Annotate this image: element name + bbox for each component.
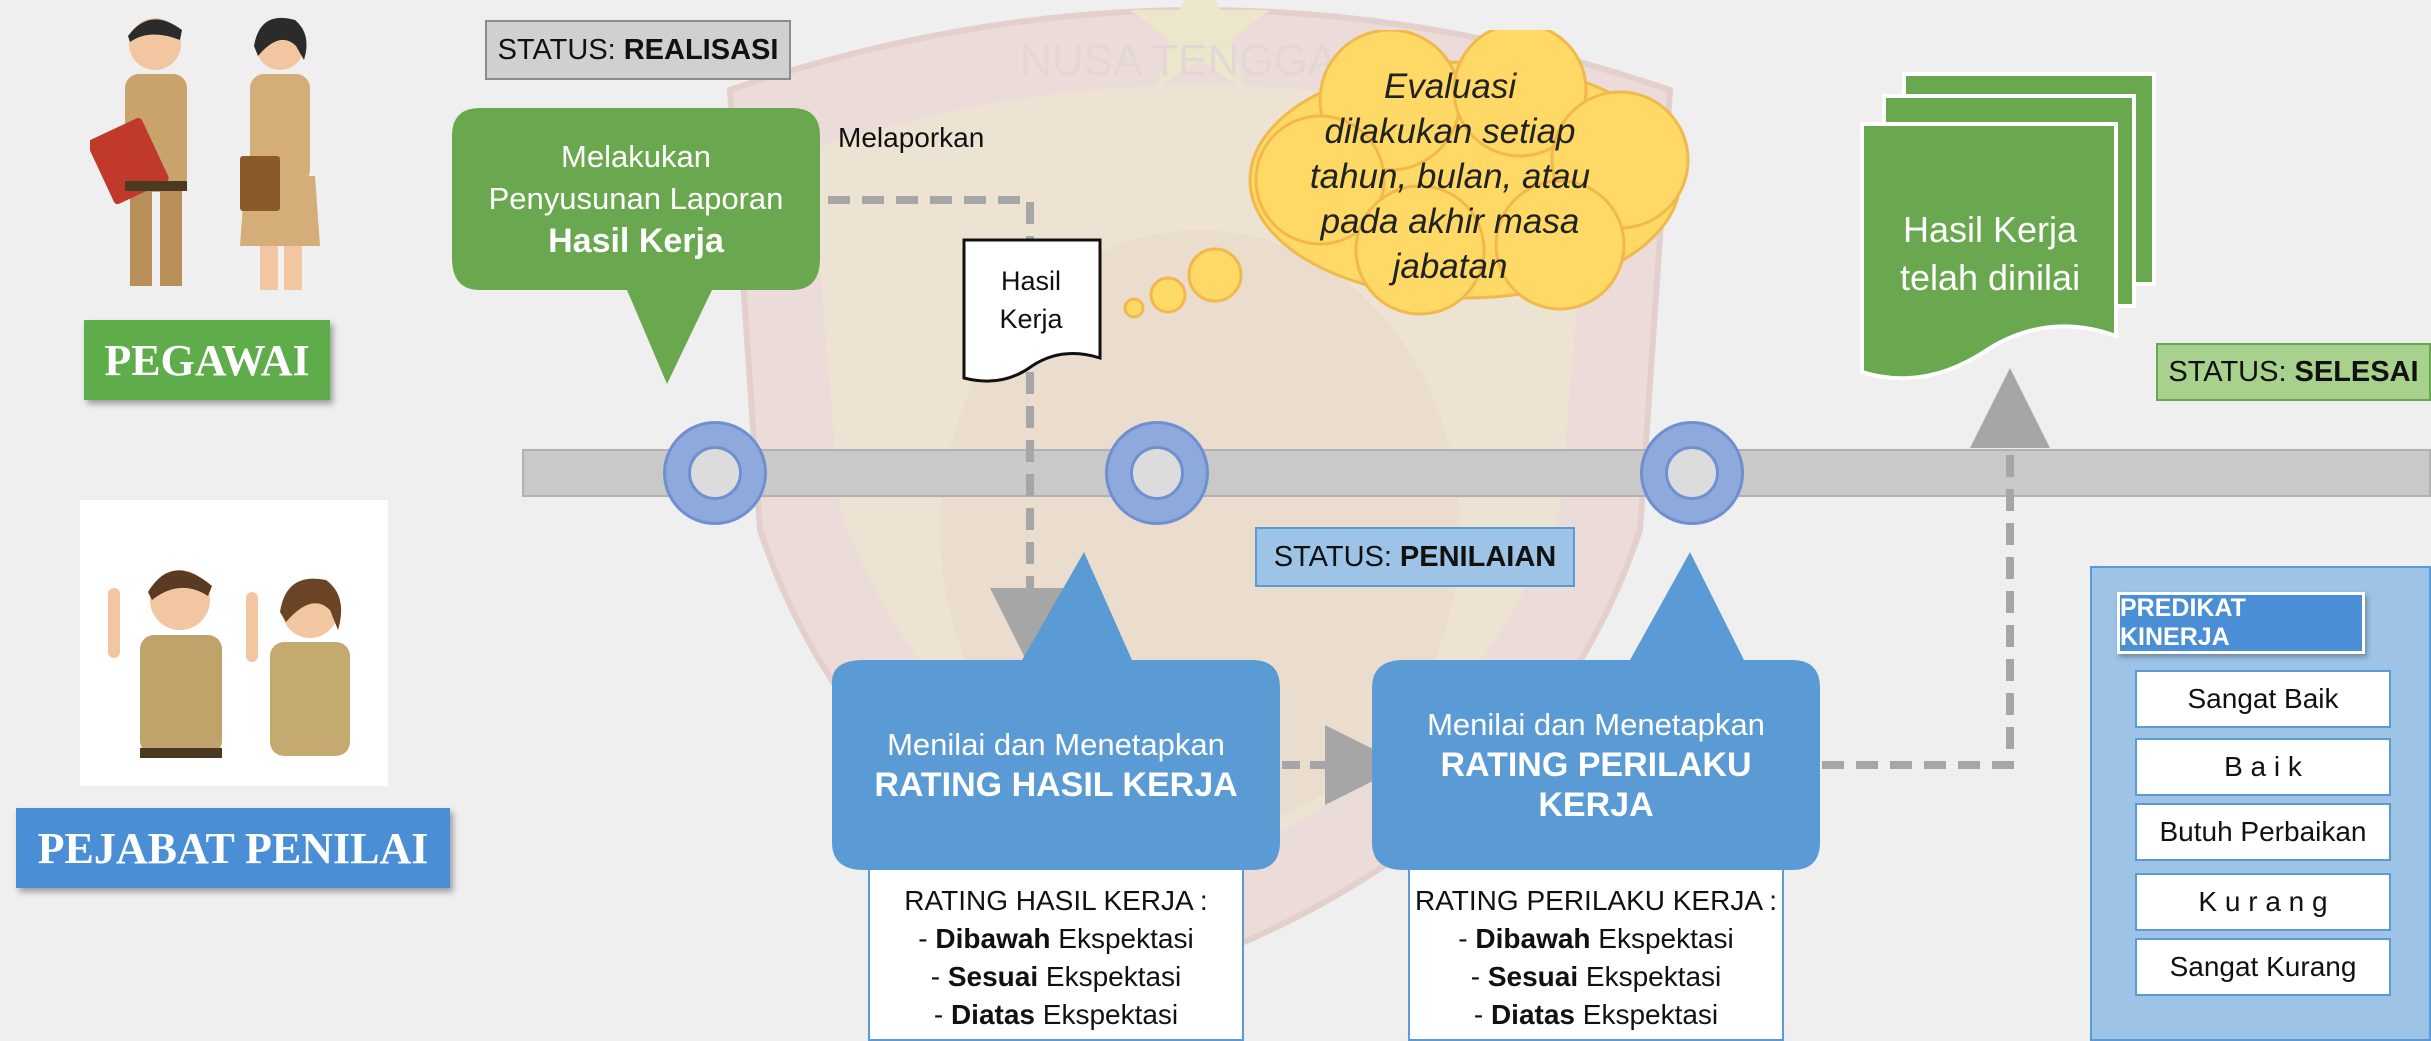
status-penilaian: STATUS:PENILAIAN [1255,527,1575,587]
laporan-line2: Penyusunan Laporan [488,181,784,216]
rating-perilaku-line3: KERJA [1538,786,1654,824]
arrow-melaporkan [828,196,1070,668]
timeline-node-3 [1640,421,1744,525]
hasil-kerja-document-icon [962,238,1102,383]
rating-perilaku-item: - Diatas Ekspektasi [1473,999,1719,1030]
rating-perilaku-line1: Menilai dan Menetapkan [1427,707,1765,742]
predikat-item-baik: B a i k [2135,738,2391,796]
status-prefix: STATUS: [1273,540,1392,573]
doc-line2: Kerja [999,304,1063,334]
predikat-item-sangat-kurang: Sangat Kurang [2135,938,2391,996]
status-value: PENILAIAN [1399,540,1557,573]
laporan-bubble-shape [452,108,820,384]
hasil-kerja-document: Hasil Kerja [962,262,1100,338]
role-pegawai: PEGAWAI [84,320,330,400]
dinilai-line1: Hasil Kerja [1902,209,2078,250]
timeline-node-2 [1105,421,1209,525]
pejabat-illustration [108,570,350,758]
rating-hasil-box: RATING HASIL KERJA : - Dibawah Ekspektas… [868,870,1244,1041]
rating-perilaku-box-title: RATING PERILAKU KERJA : [1414,885,1778,916]
rating-hasil-bubble-shape [832,552,1280,870]
rating-hasil-line1: Menilai dan Menetapkan [887,727,1225,762]
rating-perilaku-box: RATING PERILAKU KERJA : - Dibawah Ekspek… [1408,870,1784,1041]
status-value: REALISASI [623,33,779,66]
timeline-bar [522,449,2431,497]
cloud-line1: Evaluasi [1383,67,1517,106]
cloud-line2: dilakukan setiap [1324,112,1576,151]
thought-cloud-shape [1123,30,1690,319]
predikat-title: PREDIKAT KINERJA [2117,592,2365,654]
pejabat-illustration-frame [80,500,388,786]
status-realisasi: STATUS:REALISASI [485,20,791,80]
predikat-item-butuh-perbaikan: Butuh Perbaikan [2135,803,2391,861]
cloud-line3: tahun, bulan, atau [1309,157,1591,196]
rating-perilaku-bubble-shape [1372,552,1820,870]
laporan-bubble: Melakukan Penyusunan Laporan Hasil Kerja [452,108,820,290]
rating-hasil-item: - Diatas Ekspektasi [933,999,1179,1030]
rating-perilaku-line2: RATING PERILAKU [1440,746,1752,784]
predikat-item-sangat-baik: Sangat Baik [2135,670,2391,728]
melaporkan-label: Melaporkan [838,122,985,153]
dinilai-line2: telah dinilai [1899,257,2081,298]
status-prefix: STATUS: [2168,355,2287,388]
rating-perilaku-item: - Sesuai Ekspektasi [1470,961,1722,992]
rating-hasil-line2: RATING HASIL KERJA [874,766,1238,804]
rating-hasil-bubble: Menilai dan Menetapkan RATING HASIL KERJ… [832,660,1280,870]
role-pejabat-penilai: PEJABAT PENILAI [16,808,450,888]
rating-hasil-item: - Dibawah Ekspektasi [918,923,1194,954]
doc-line1: Hasil [1000,266,1061,296]
hasil-dinilai-label: Hasil Kerja telah dinilai [1866,206,2114,302]
status-prefix: STATUS: [497,33,616,66]
timeline-node-1 [663,421,767,525]
cloud-line5: jabatan [1392,247,1508,286]
arrow-perilaku-to-selesai [1822,368,2050,769]
status-value: SELESAI [2294,355,2419,388]
thought-cloud-text: Evaluasi dilakukan setiap tahun, bulan, … [1270,64,1630,289]
rating-perilaku-item: - Dibawah Ekspektasi [1458,923,1734,954]
hasil-dinilai-document-stack-icon [1860,72,2156,381]
predikat-item-kurang: K u r a n g [2135,873,2391,931]
laporan-line3: Hasil Kerja [548,222,724,260]
rating-perilaku-bubble: Menilai dan Menetapkan RATING PERILAKU K… [1372,660,1820,870]
status-selesai: STATUS:SELESAI [2156,343,2431,401]
pegawai-illustration [90,17,320,290]
laporan-line1: Melakukan [561,139,711,174]
rating-hasil-item: - Sesuai Ekspektasi [930,961,1182,992]
rating-hasil-box-title: RATING HASIL KERJA : [904,885,1208,916]
cloud-line4: pada akhir masa [1320,202,1580,241]
emblem-text: NUSA TENGGA [1020,36,1338,85]
